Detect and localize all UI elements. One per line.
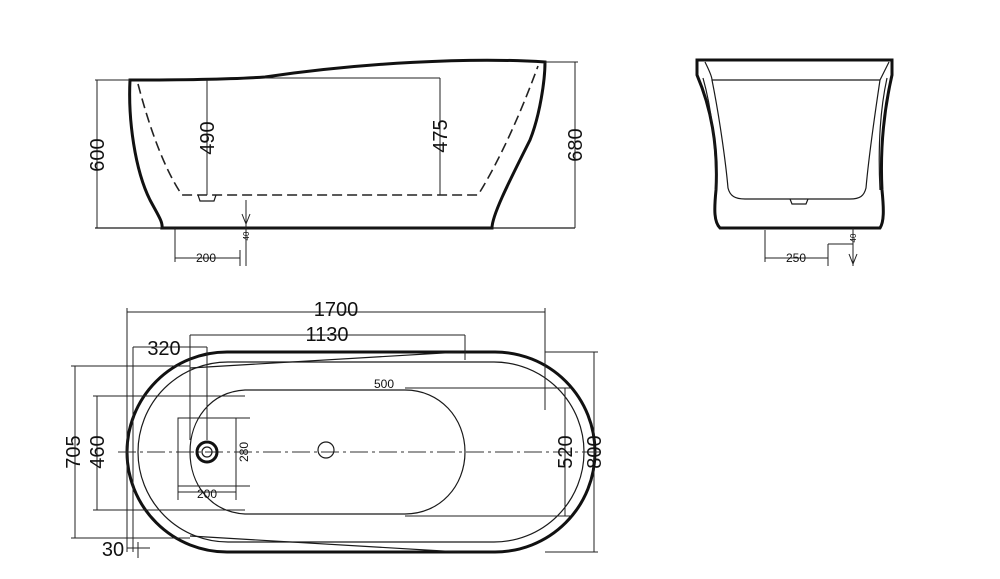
dim-drain-40: 40 bbox=[242, 231, 251, 240]
top-view-overflow-icon bbox=[317, 441, 335, 459]
dim-1130: 1130 bbox=[305, 324, 348, 346]
end-view-rim bbox=[704, 61, 890, 81]
side-view-inner-basin bbox=[137, 65, 539, 196]
dim-705: 705 bbox=[63, 435, 85, 468]
side-view: 600 490 475 680 200 40 bbox=[87, 58, 587, 266]
dim-drain-box-280: 280 bbox=[237, 442, 251, 462]
dim-680: 680 bbox=[565, 128, 587, 161]
end-view-drain bbox=[789, 198, 809, 205]
dim-520: 520 bbox=[555, 435, 577, 468]
dim-600: 600 bbox=[87, 138, 109, 171]
end-view-basin bbox=[711, 79, 881, 200]
side-view-drain bbox=[197, 194, 217, 202]
dim-end-drain-40: 40 bbox=[849, 233, 858, 242]
dim-drain-200: 200 bbox=[196, 251, 216, 265]
dim-500: 500 bbox=[374, 377, 394, 391]
dim-475: 475 bbox=[430, 119, 452, 152]
dim-320: 320 bbox=[147, 338, 180, 360]
top-view-basin bbox=[189, 389, 466, 515]
dim-460: 460 bbox=[87, 435, 109, 468]
end-view: 250 40 bbox=[695, 58, 894, 266]
end-view-outline bbox=[695, 58, 894, 230]
dim-drain-box-200: 200 bbox=[197, 487, 217, 501]
top-view: 1700 1130 320 500 705 460 520 800 bbox=[63, 299, 606, 561]
dim-end-drain-250: 250 bbox=[786, 251, 806, 265]
side-view-outline bbox=[128, 58, 547, 230]
dim-800: 800 bbox=[584, 435, 606, 468]
dim-1700: 1700 bbox=[314, 299, 359, 321]
top-view-drain-icon bbox=[195, 440, 219, 464]
dim-490: 490 bbox=[197, 121, 219, 154]
dim-30: 30 bbox=[102, 539, 124, 561]
